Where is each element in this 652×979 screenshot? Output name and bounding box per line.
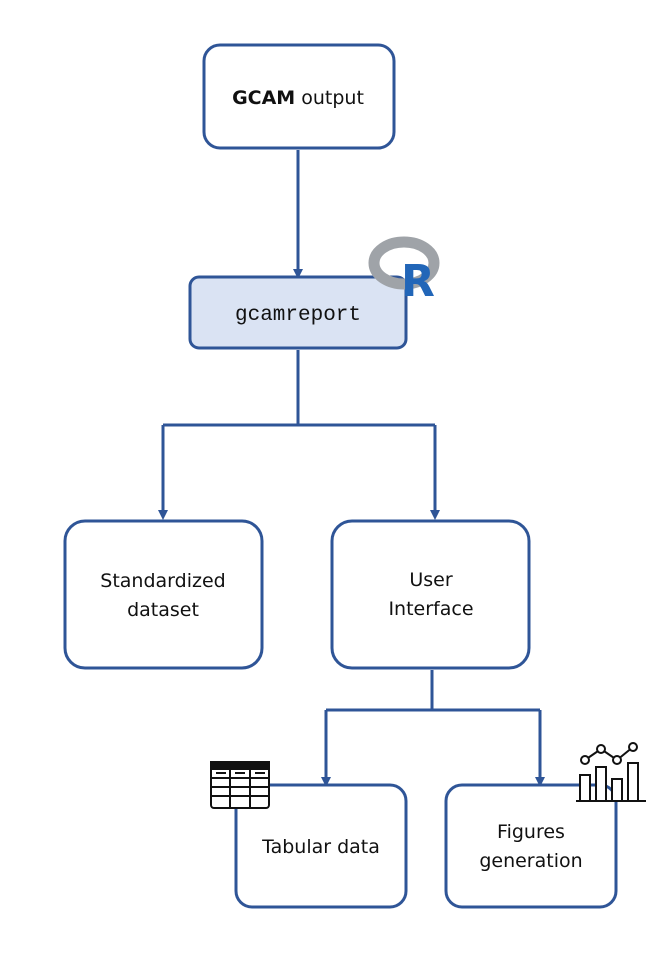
user-interface-line2: Interface [388, 598, 473, 620]
r-logo-icon: R [368, 236, 440, 307]
r-logo-letter: R [401, 256, 435, 307]
node-tabular-data: Tabular data [234, 783, 408, 909]
node-figures-generation: Figures generation [444, 783, 618, 909]
standardized-dataset-line1: Standardized [100, 570, 225, 592]
node-standardized-dataset: Standardized dataset [63, 519, 264, 670]
connectors [158, 150, 545, 787]
gcamreport-label: gcamreport [235, 304, 361, 327]
standardized-dataset-line2: dataset [127, 599, 199, 621]
figures-generation-line2: generation [479, 850, 582, 872]
node-gcamreport: gcamreport [188, 275, 408, 350]
gcam-output-label: GCAM output [232, 87, 364, 109]
figures-generation-line1: Figures [497, 821, 565, 843]
tabular-data-label: Tabular data [261, 836, 380, 858]
table-icon [210, 761, 270, 809]
user-interface-line1: User [409, 569, 452, 591]
node-user-interface: User Interface [330, 519, 531, 670]
chart-icon [576, 742, 646, 802]
node-gcam-output: GCAM output [202, 43, 396, 150]
